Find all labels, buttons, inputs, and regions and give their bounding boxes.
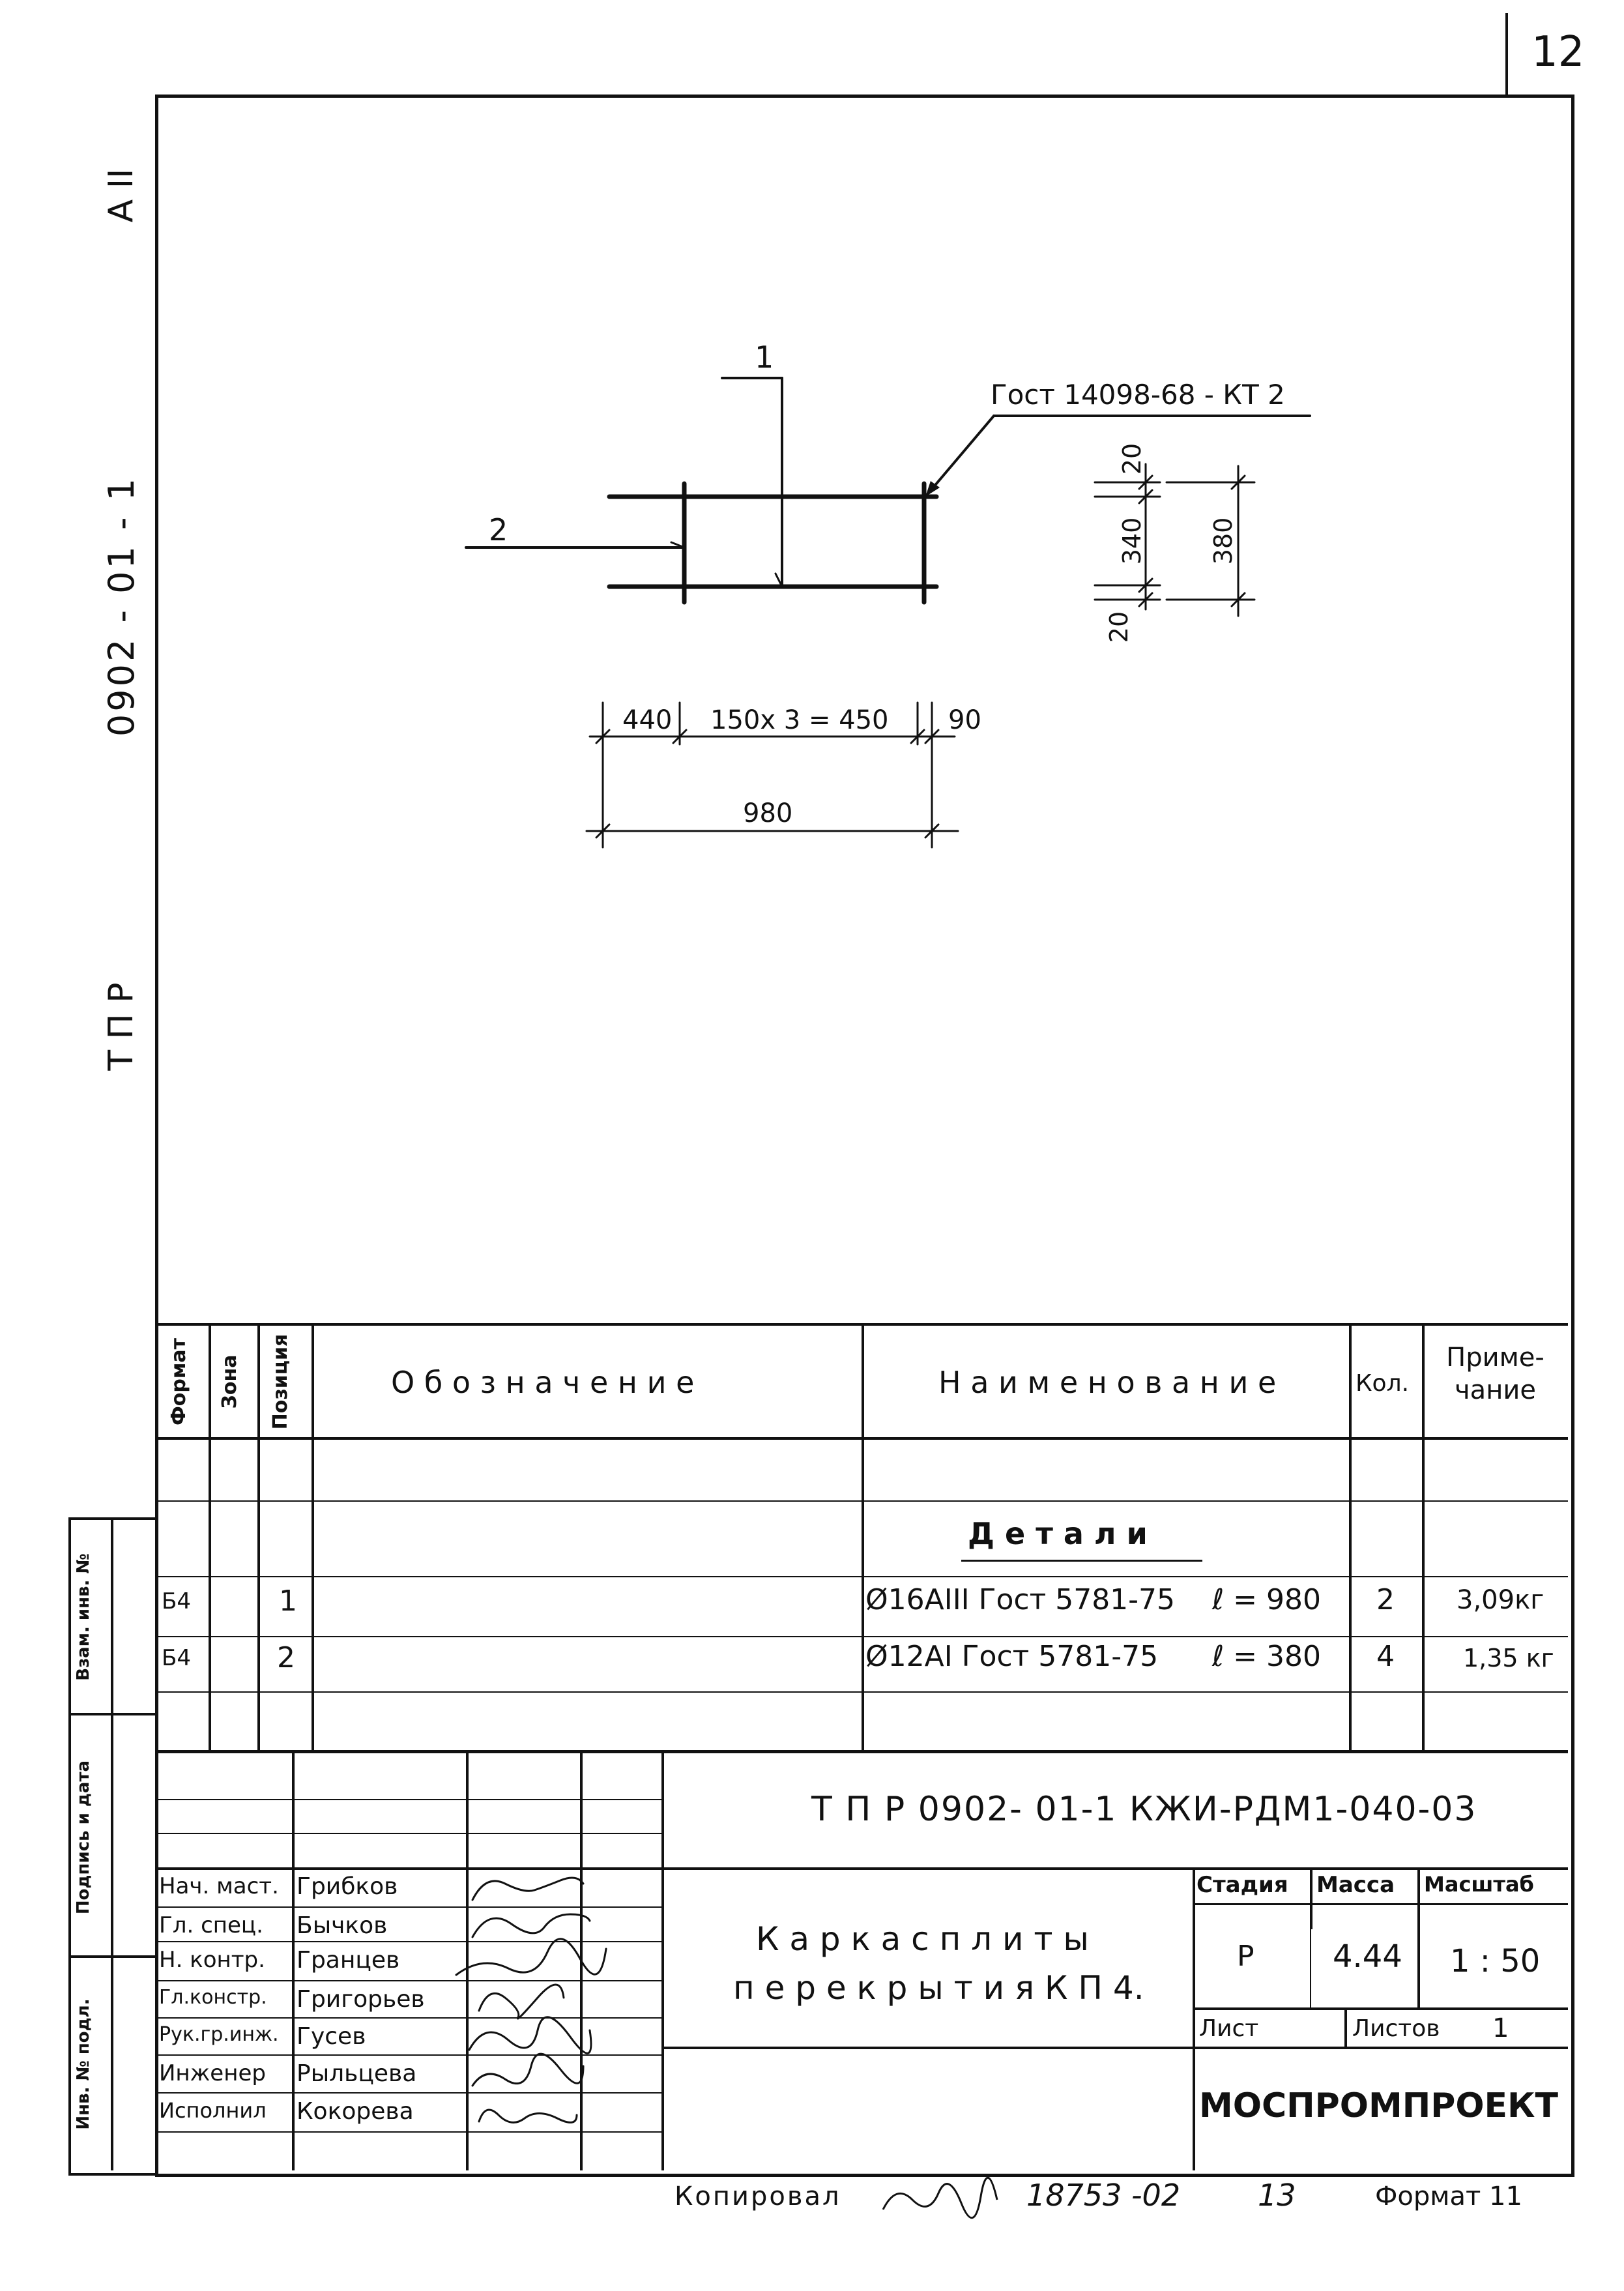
scale-label: Масштаб <box>1424 1872 1534 1897</box>
header-qty: Кол. <box>1356 1370 1410 1397</box>
signature-2 <box>471 1913 591 1938</box>
role-3: Н. контр. <box>159 1947 265 1973</box>
title-block-line <box>155 1941 661 1942</box>
dim-450: 150х 3 = 450 <box>710 705 889 735</box>
name-1: Грибков <box>297 1873 398 1900</box>
spec-col-line <box>1422 1323 1425 1750</box>
mass-label: Масса <box>1316 1872 1395 1898</box>
footer-page: 13 <box>1258 2178 1296 2213</box>
stage-value: Р <box>1237 1940 1254 1973</box>
spec-col-line <box>312 1323 314 1750</box>
signature-3 <box>455 1938 607 1976</box>
header-note: Приме- чание <box>1446 1343 1544 1405</box>
title-block-line <box>155 1906 661 1908</box>
main-frame <box>155 95 1574 2177</box>
sheets-count: 1 <box>1492 2013 1509 2043</box>
title-block-line <box>155 1799 661 1800</box>
header-name: Н а и м е н о в а н и е <box>938 1365 1277 1400</box>
dim-440: 440 <box>622 705 673 735</box>
stage-grid-row <box>1193 1903 1568 1905</box>
title-block-line <box>155 2131 661 2133</box>
row1-format: Б4 <box>162 1588 191 1614</box>
spec-col-line <box>862 1323 864 1750</box>
row1-qty: 2 <box>1376 1583 1395 1616</box>
sheet-number: 12 <box>1531 28 1585 76</box>
row2-qty: 4 <box>1376 1640 1395 1673</box>
title-block-line <box>155 1833 661 1834</box>
stage-grid-row <box>661 2047 1568 2049</box>
row2-note: 1,35 кг <box>1463 1644 1554 1672</box>
section-title: Д е т а л и <box>968 1516 1148 1551</box>
stage-grid-left <box>1193 1867 1195 2170</box>
footer-order: 18753 -02 <box>1026 2178 1181 2213</box>
name-7: Кокорева <box>297 2098 414 2125</box>
spec-col-line <box>257 1323 260 1750</box>
section-title-underline <box>961 1560 1202 1562</box>
dim-980: 980 <box>743 798 793 828</box>
name-2: Бычков <box>297 1912 388 1939</box>
title-block-top <box>155 1750 1568 1753</box>
title-block-line <box>155 2017 661 2019</box>
title-col-line <box>292 1750 295 2170</box>
name-3: Гранцев <box>297 1947 400 1974</box>
callout-1: 1 <box>755 340 774 375</box>
stage-grid-row <box>1193 2007 1568 2010</box>
sheet-number-box <box>1505 13 1624 95</box>
role-5: Рук.гр.инж. <box>159 2023 279 2046</box>
row1-length: ℓ = 980 <box>1212 1583 1321 1616</box>
signature-7 <box>478 2109 578 2123</box>
sheets-label: Листов <box>1352 2015 1440 2042</box>
stage-label: Стадия <box>1196 1872 1288 1898</box>
stage-grid-col <box>1310 1929 1311 2007</box>
title-col-line <box>661 1750 664 2170</box>
organization: МОСПРОМПРОЕКТ <box>1199 2086 1559 2125</box>
role-2: Гл. спец. <box>159 1912 263 1938</box>
weld-note: Гост 14098-68 - КТ 2 <box>991 379 1285 411</box>
sheet-label: Лист <box>1199 2015 1259 2042</box>
row1-pos: 1 <box>279 1584 297 1618</box>
callout-2: 2 <box>489 512 508 547</box>
signature-4 <box>478 1983 565 2020</box>
document-code-title: Т П Р 0902- 01-1 КЖИ-РДМ1-040-03 <box>811 1790 1477 1829</box>
signature-5 <box>468 2016 592 2054</box>
signature-6 <box>471 2052 585 2087</box>
title-col-line <box>466 1750 469 2170</box>
row1-note: 3,09кг <box>1457 1585 1544 1615</box>
role-4: Гл.констр. <box>159 1986 267 2009</box>
title-block-line <box>155 2092 661 2094</box>
mass-value: 4.44 <box>1333 1938 1402 1975</box>
scale-value: 1 : 50 <box>1450 1943 1541 1979</box>
name-5: Гусев <box>297 2023 366 2050</box>
role-7: Исполнил <box>159 2098 267 2123</box>
row2-format: Б4 <box>162 1645 191 1671</box>
signature-1 <box>471 1876 585 1901</box>
stage-grid-col <box>1344 2007 1347 2047</box>
side-stamp-inner-line <box>111 1517 113 2170</box>
name-6: Рыльцева <box>297 2060 417 2087</box>
footer-format: Формат 11 <box>1375 2182 1522 2211</box>
spec-col-line <box>1349 1323 1352 1750</box>
row2-length: ℓ = 380 <box>1212 1640 1321 1673</box>
name-4: Григорьев <box>297 1986 425 2013</box>
stage-grid-col <box>1310 1867 1312 1929</box>
row1-name: Ø16АIII Гост 5781-75 <box>865 1583 1176 1616</box>
title-block-line <box>155 2054 661 2056</box>
title-line-2: п е р е к р ы т и я К П 4. <box>733 1969 1144 2007</box>
stage-grid-col <box>1417 1867 1420 2007</box>
spec-col-line <box>209 1323 211 1750</box>
dim-90: 90 <box>948 705 981 735</box>
header-designation: О б о з н а ч е н и е <box>391 1365 695 1400</box>
role-1: Нач. маст. <box>159 1873 279 1899</box>
role-6: Инженер <box>159 2060 266 2086</box>
title-block-main-line <box>155 1867 1568 1870</box>
row2-name: Ø12АI Гост 5781-75 <box>865 1640 1159 1673</box>
title-block-line <box>155 1980 661 1981</box>
row2-pos: 2 <box>277 1641 295 1674</box>
footer-copied: Копировал <box>674 2182 841 2211</box>
title-line-1: К а р к а с п л и т ы <box>756 1920 1089 1958</box>
